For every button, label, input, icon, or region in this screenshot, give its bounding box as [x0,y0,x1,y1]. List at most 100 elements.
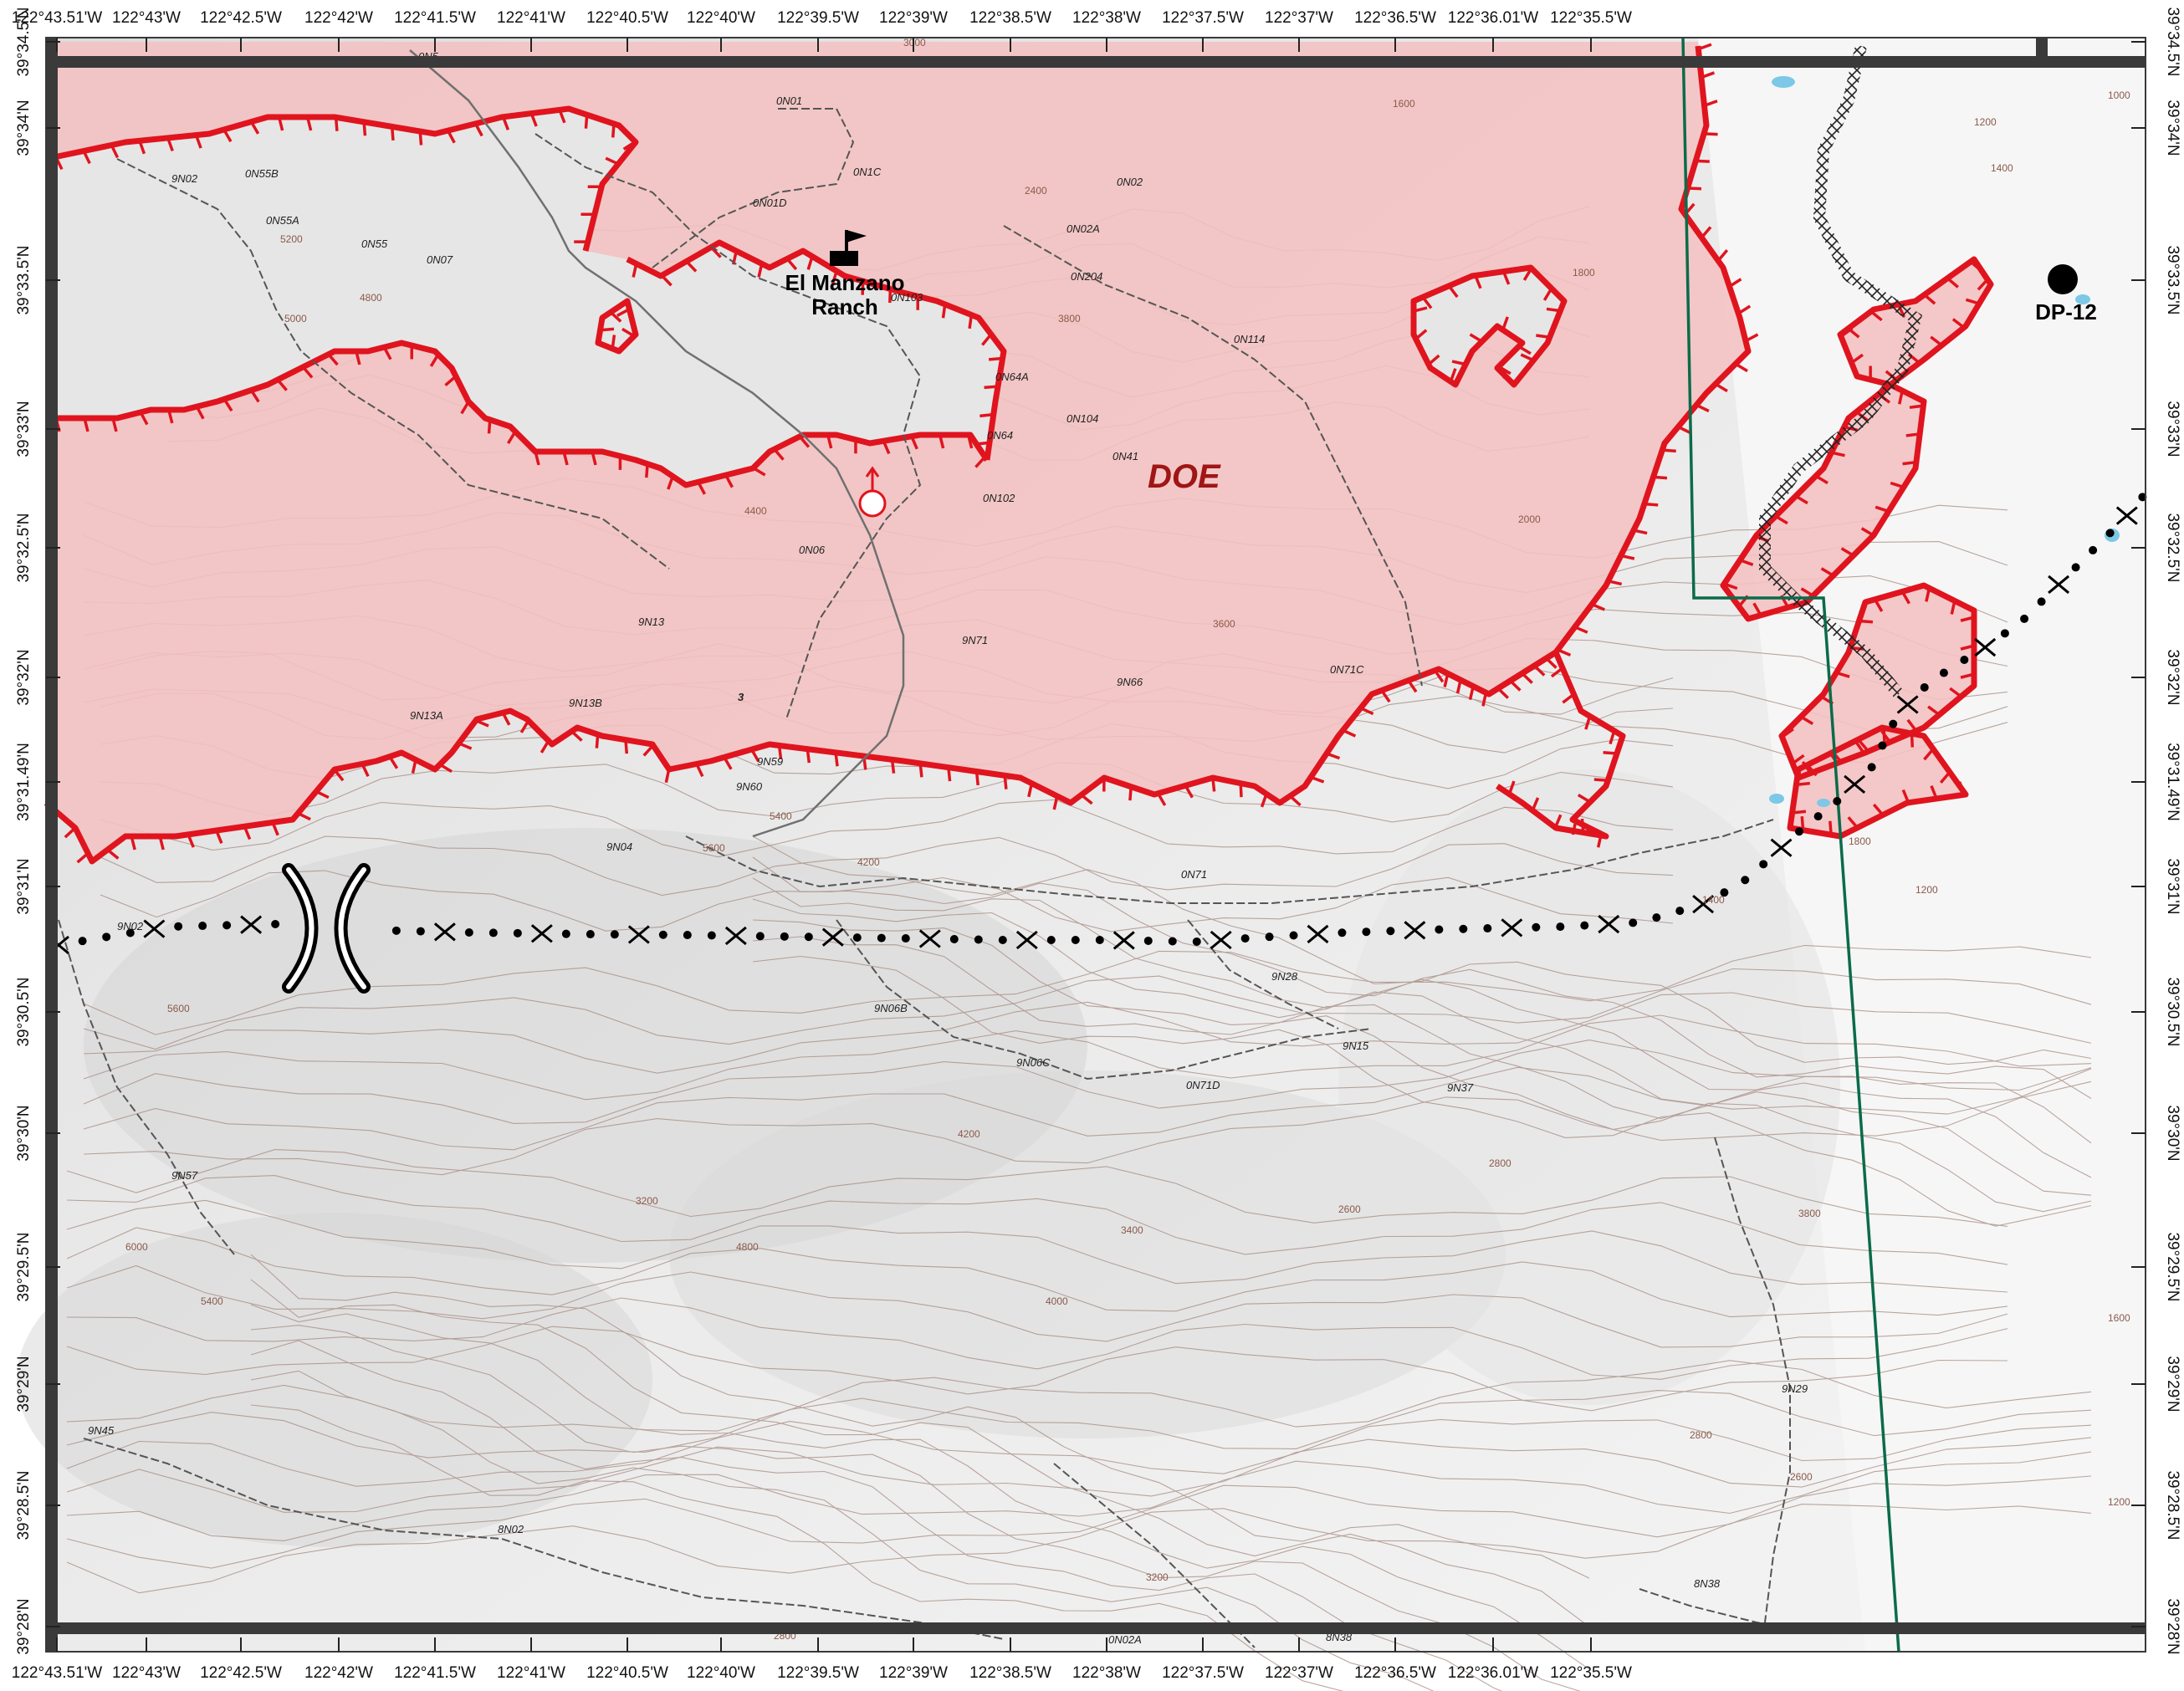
road-label: 9N57 [171,1169,198,1182]
road-labels: 0N01 0N01D 0N1C 0N02A 0N02 0N103 0N204 0… [88,50,1808,1646]
road-label: 9N04 [606,840,632,853]
road-label: 0N64 [987,429,1013,442]
road-label: 9N59 [757,755,783,768]
graticule-ticks [46,38,2146,1652]
road-label: 0N07 [427,253,453,266]
latitude-label: 39°33'N [15,401,33,457]
fire-perimeter-ticks [46,43,1989,864]
dozer-dot [174,922,183,931]
dozer-dot [1741,876,1750,885]
dozer-dot [1889,719,1898,728]
latitude-label: 39°30.5'N [2164,977,2181,1046]
water-bodies [1769,76,2120,807]
latitude-label: 39°34.5'N [15,7,33,76]
dozer-dot [1289,931,1298,940]
road-label: 9N13B [569,697,602,709]
dozer-dot [2037,597,2046,606]
road-label: 3 [738,691,744,703]
doe-label: DOE [1148,458,1221,495]
dozer-x-icon [1501,918,1523,937]
dozer-dot [391,926,401,935]
longitude-label: 122°42.5'W [200,9,282,27]
contour-label: 4400 [744,505,767,517]
road-label: 0N204 [1071,270,1102,283]
dozer-dot [755,932,765,941]
road-label: 0N02A [1066,222,1100,235]
dozer-dot [1362,927,1371,937]
dozer-dot [852,933,862,943]
road-label: 9N13 [638,616,665,628]
contour-label: 2800 [1489,1157,1511,1169]
dozer-dot [1483,924,1492,933]
road-label: 0N55 [361,238,388,250]
contour-label: 1000 [2108,89,2130,101]
longitude-label: 122°38.5'W [969,1664,1051,1682]
latitude-label: 39°32.5'N [2164,513,2181,582]
dozer-dot [780,932,789,941]
longitude-label: 122°36.5'W [1354,9,1436,27]
road-label: 0N64A [995,370,1029,383]
map-frame [45,37,2146,1653]
latitude-label: 39°33'N [2164,401,2181,457]
dozer-dot [1046,936,1056,944]
road-label: 0N01D [753,197,786,209]
longitude-label: 122°43.51'W [12,9,102,27]
dozer-x-icon [1404,921,1426,940]
ranch-label-line1: El Manzano [785,270,904,295]
longitude-label: 122°39.5'W [777,9,859,27]
dozer-dot [1960,655,1969,664]
road-label: 0N1C [853,166,882,178]
contour-label: 5600 [167,1003,190,1014]
dozer-dot [901,934,910,943]
longitude-label: 122°39'W [879,1664,948,1682]
longitude-label: 122°43'W [112,1664,181,1682]
contour-label: 5400 [201,1295,223,1307]
highway [409,49,905,838]
dozer-dot [1386,927,1395,936]
dozer-dot [1532,922,1541,932]
road-label: 9N71 [962,634,988,646]
contour-label: 3600 [1213,618,1235,630]
road-label: 0N55A [266,214,299,227]
longitude-label: 122°36.01'W [1448,1664,1538,1682]
dozer-x-icon [1770,838,1793,857]
contour-label: 2000 [1518,513,1541,525]
dozer-dot [949,935,959,944]
road-label: 9N06C [1016,1056,1051,1069]
road-label: 9N28 [1271,970,1298,983]
road-label: 0N71D [1186,1079,1220,1091]
contour-label: 1200 [1974,116,1997,128]
longitude-label: 122°41.5'W [394,9,476,27]
contour-label: 2600 [1790,1471,1813,1483]
dozer-dot [2138,493,2147,502]
dozer-dot [1920,682,1929,692]
latitude-label: 39°32.5'N [15,513,33,582]
dozer-dot [416,927,425,936]
dozer-x-icon [724,926,747,946]
dozer-dot [2071,563,2080,572]
dozer-dot [464,928,473,937]
dozer-x-icon [1015,930,1038,950]
road-label: 9N29 [1782,1382,1808,1395]
road-label: 9N45 [88,1424,115,1437]
dozer-dot [513,928,522,937]
dozer-dot [1813,812,1823,821]
road-label: 0N06 [799,544,826,556]
contour-label: 1800 [1849,835,1871,847]
longitude-label: 122°40.5'W [586,1664,668,1682]
longitude-label: 122°42.5'W [200,1664,282,1682]
longitude-label: 122°37.5'W [1162,1664,1244,1682]
dozer-x-icon [2048,575,2070,595]
dozer-dot [1192,937,1201,946]
contour-label: 4800 [360,292,382,304]
contour-label: 1600 [1393,98,1415,110]
pinch-point-symbol [282,863,371,994]
dozer-x-icon [821,927,844,947]
contour-label: 2800 [1690,1429,1712,1441]
dozer-x-icon [240,915,263,934]
contour-label: 5600 [703,842,725,854]
longitude-label: 122°38'W [1072,9,1141,27]
dozer-dot [2020,614,2029,623]
dozer-dot [974,935,983,944]
